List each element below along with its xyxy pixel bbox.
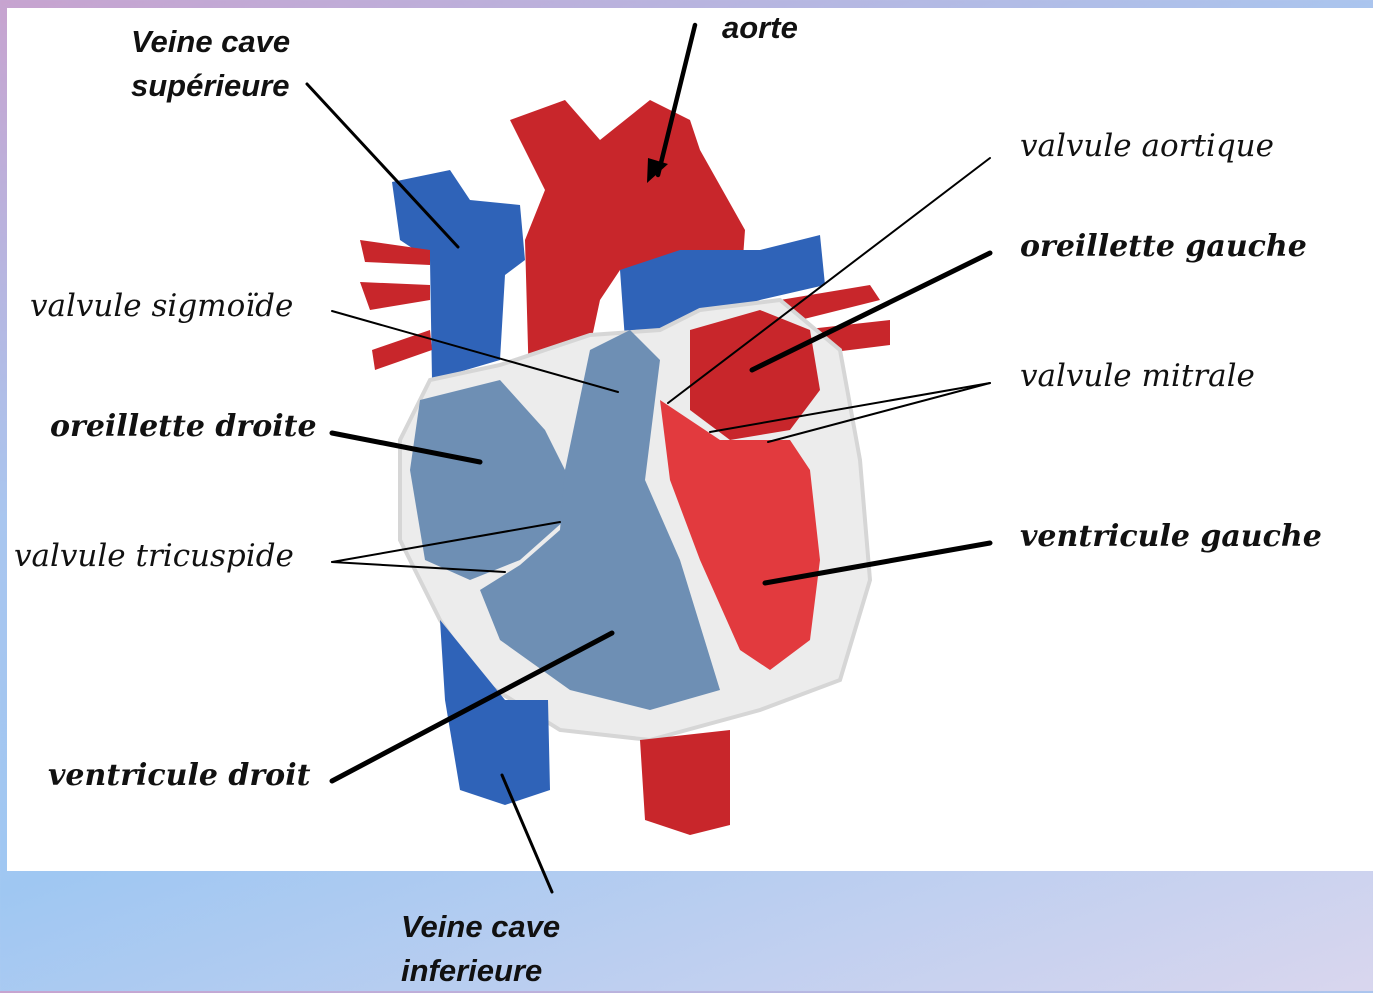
- label-line-2: inferieure: [401, 949, 560, 993]
- label-ventricule-droit: ventricule droit: [48, 758, 310, 793]
- label-valvule-sigmoide: valvule sigmoïde: [30, 288, 293, 324]
- right-pulmonary-veins: [360, 240, 432, 370]
- label-oreillette-gauche: oreillette gauche: [1020, 229, 1307, 264]
- label-aorte: aorte: [722, 6, 798, 50]
- label-oreillette-droite: oreillette droite: [50, 409, 317, 444]
- label-veine-cave-inferieure: Veine cave inferieure: [401, 905, 560, 993]
- label-valvule-tricuspide: valvule tricuspide: [14, 538, 294, 574]
- label-line-1: Veine cave: [131, 20, 290, 64]
- label-line-1: Veine cave: [401, 905, 560, 949]
- pointer-veine-cave-superieure: [307, 84, 458, 247]
- label-ventricule-gauche: ventricule gauche: [1020, 519, 1322, 554]
- label-line-2: supérieure: [131, 64, 290, 108]
- label-valvule-mitrale: valvule mitrale: [1020, 358, 1255, 394]
- descending-aorta: [640, 730, 730, 835]
- label-veine-cave-superieure: Veine cave supérieure: [131, 20, 290, 108]
- label-valvule-aortique: valvule aortique: [1020, 128, 1274, 164]
